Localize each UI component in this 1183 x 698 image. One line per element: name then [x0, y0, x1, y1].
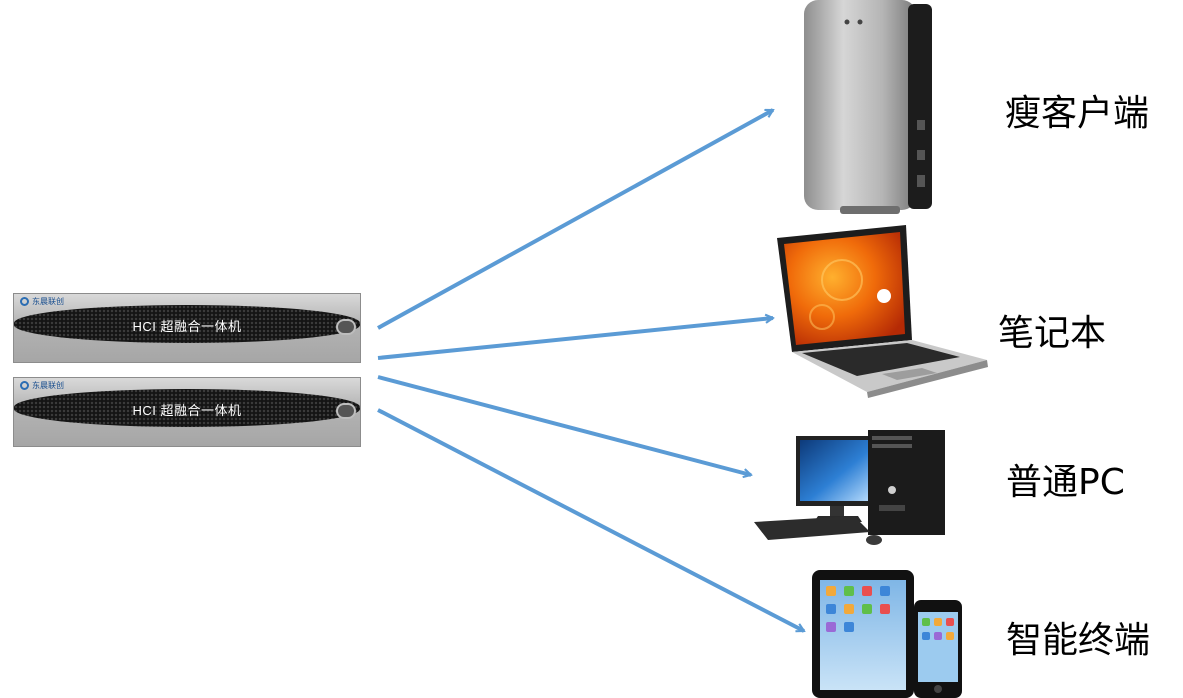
- server-handle-icon: [336, 403, 356, 419]
- server-label: HCI 超融合一体机: [132, 403, 242, 418]
- server-front-mesh: [14, 389, 360, 427]
- brand-logo-icon: [20, 381, 29, 390]
- label-desktop-pc: 普通PC: [1006, 462, 1125, 503]
- brand-text: 东晨联创: [32, 381, 64, 390]
- arrow-to-thin-client: [377, 108, 773, 330]
- brand-mark: 东晨联创: [20, 296, 64, 307]
- server-label: HCI 超融合一体机: [132, 319, 242, 334]
- hci-server-1: 东晨联创 HCI 超融合一体机: [13, 293, 361, 363]
- hci-server-2: 东晨联创 HCI 超融合一体机: [13, 377, 361, 447]
- tablet-phone-icon: [812, 570, 962, 698]
- laptop-icon: [777, 225, 988, 398]
- label-smart-terminal: 智能终端: [1006, 620, 1151, 661]
- server-front-mesh: [14, 305, 360, 343]
- label-laptop: 笔记本: [998, 313, 1107, 354]
- arrow-to-laptop: [377, 318, 773, 360]
- thin-client-icon: [804, 0, 932, 214]
- arrow-to-desktop: [377, 375, 751, 475]
- brand-logo-icon: [20, 297, 29, 306]
- server-handle-icon: [336, 319, 356, 335]
- arrow-to-tablet: [377, 408, 804, 633]
- brand-text: 东晨联创: [32, 297, 64, 306]
- label-thin-client: 瘦客户端: [1005, 93, 1150, 134]
- brand-mark: 东晨联创: [20, 380, 64, 391]
- desktop-pc-icon: [754, 430, 945, 545]
